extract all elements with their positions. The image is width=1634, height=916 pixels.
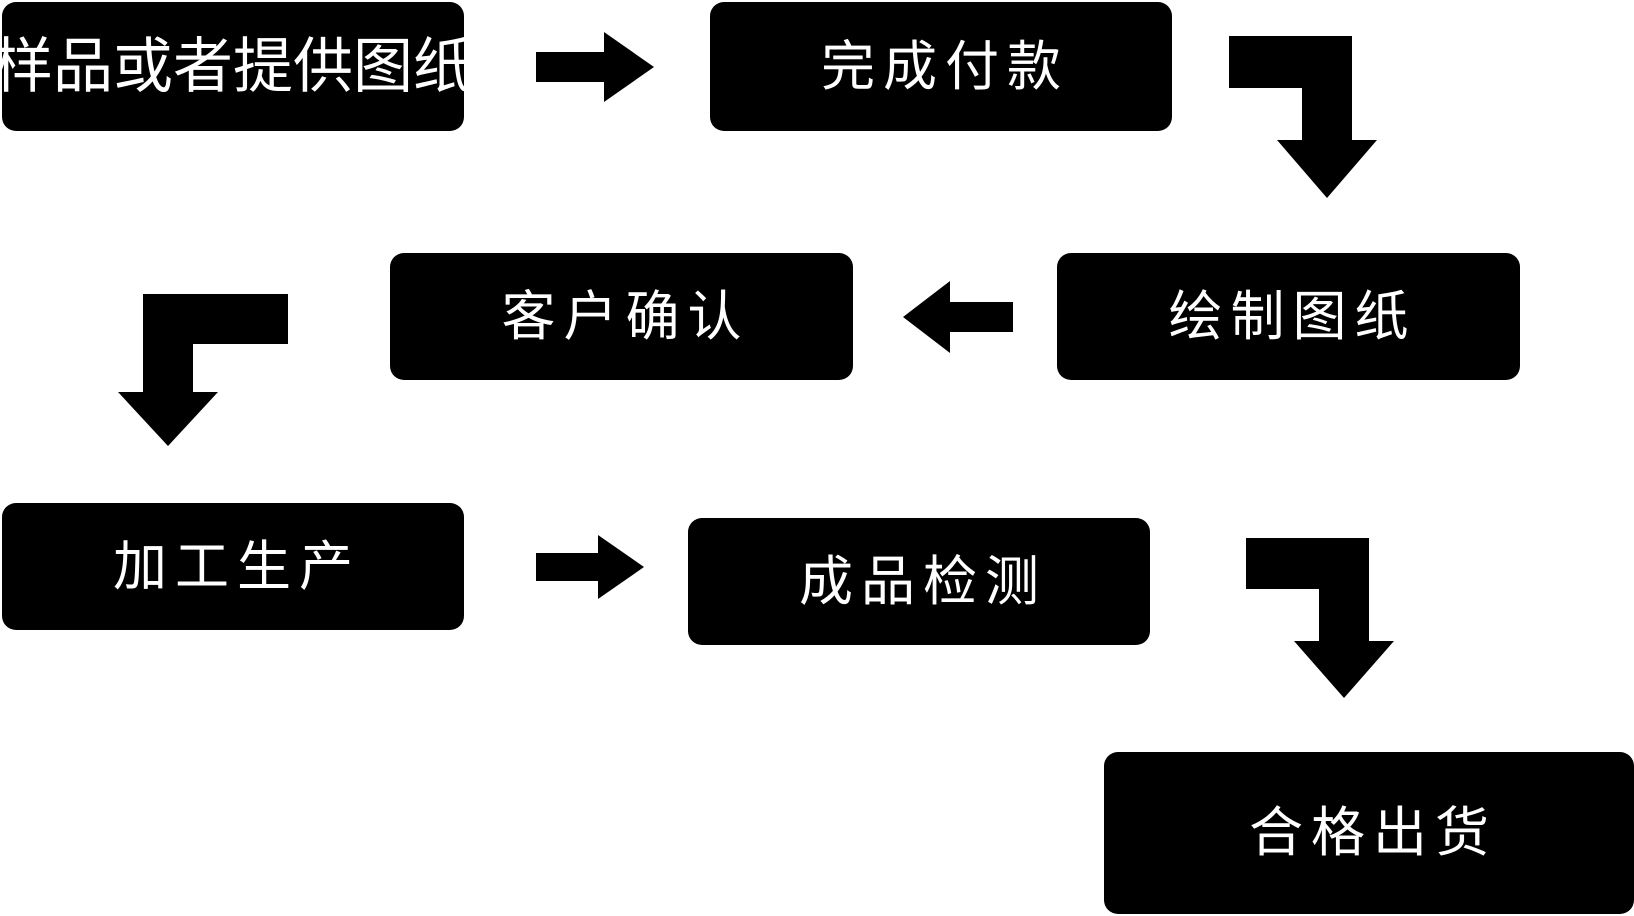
flow-node-drawing[interactable]: 绘制图纸 (1057, 253, 1520, 380)
flow-node-label: 加工生产 (113, 536, 361, 597)
flow-node-confirm[interactable]: 客户确认 (390, 253, 853, 380)
arrow-left-drawing-to-confirm (903, 281, 1013, 353)
flow-node-label: 成品检测 (799, 551, 1047, 612)
flow-node-sample[interactable]: 样品或者提供图纸 (0, 2, 473, 131)
flow-node-label: 合格出货 (1249, 803, 1497, 863)
arrow-elbow-payment-to-drawing (1229, 36, 1404, 198)
flow-node-shipment[interactable]: 合格出货 (1104, 752, 1634, 914)
flow-node-label: 样品或者提供图纸 (0, 32, 473, 100)
arrow-elbow-confirm-to-production (116, 294, 288, 446)
flow-node-production[interactable]: 加工生产 (2, 503, 464, 630)
flow-node-label: 绘制图纸 (1168, 286, 1417, 347)
arrow-elbow-inspection-to-shipment (1246, 538, 1421, 698)
arrow-right-production-to-inspection (536, 535, 644, 599)
flow-node-payment[interactable]: 完成付款 (710, 2, 1172, 131)
flow-node-inspection[interactable]: 成品检测 (688, 518, 1150, 645)
flow-node-label: 客户确认 (501, 286, 750, 347)
flow-node-label: 完成付款 (821, 36, 1069, 97)
arrow-right-sample-to-payment (536, 32, 654, 102)
